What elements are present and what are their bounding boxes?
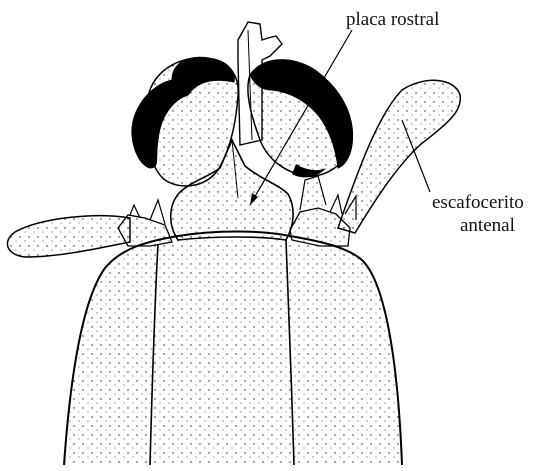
left-scaphocerite: [7, 216, 130, 257]
carapace: [64, 232, 402, 466]
label-escafocerito: escafocerito: [432, 193, 524, 212]
label-placa-rostral: placa rostral: [346, 10, 439, 29]
label-antenal: antenal: [460, 216, 515, 235]
